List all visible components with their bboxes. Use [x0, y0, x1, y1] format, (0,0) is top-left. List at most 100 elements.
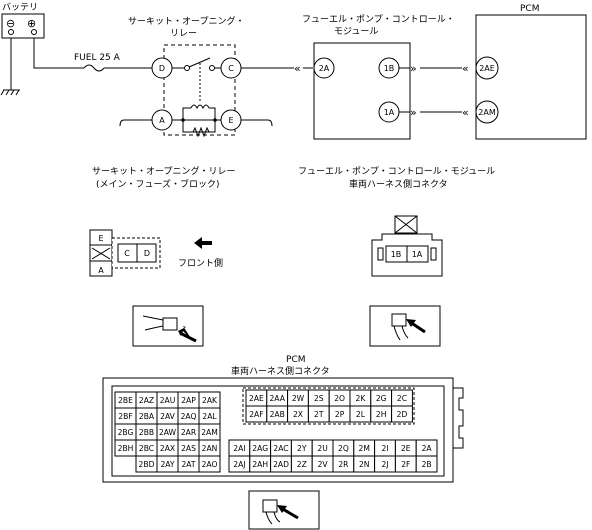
pcm-pin-label: 2X: [293, 410, 303, 419]
svg-text:E: E: [98, 234, 103, 243]
pcm-pin-label: 2BF: [118, 412, 132, 421]
svg-text:»: »: [410, 62, 417, 75]
pcm-pin-label: 2S: [314, 394, 324, 403]
relay-title-line1: サーキット・オープニング・: [128, 15, 244, 27]
svg-text:2AM: 2AM: [478, 108, 496, 117]
fpm-caption-line1: フューエル・ポンプ・コントロール・モジュール: [298, 166, 495, 177]
connector-view-icon: [369, 305, 441, 347]
relay-connector-face: E A C D: [89, 229, 161, 277]
pcm-pin-label: 2AF: [249, 410, 263, 419]
battery-neg-icon: ⊖: [6, 17, 15, 30]
pcm-pin-label: 2M: [359, 444, 370, 453]
pcm-pin-label: 2AN: [202, 444, 218, 453]
pcm-pin-2am: [475, 100, 499, 124]
svg-text:D: D: [159, 64, 165, 73]
pcm-pin-label: 2T: [314, 410, 324, 419]
pcm-pin-label: 2P: [335, 410, 345, 419]
pcm-pin-label: 2W: [292, 394, 305, 403]
pcm-pin-label: 2AI: [233, 444, 245, 453]
pcm-pin-label: 2O: [334, 394, 345, 403]
pcm-pin-label: 2AG: [252, 444, 268, 453]
pcm-pin-label: 2AA: [269, 394, 285, 403]
pcm-pin-cell: [198, 455, 221, 473]
pcm-pin-label: 2AO: [202, 460, 218, 469]
pcm-pin-cell: [415, 455, 438, 473]
pcm-pin-label: 2N: [359, 460, 370, 469]
pcm-pin-label: 2AE: [249, 394, 264, 403]
pcm-pin-label: 2AH: [252, 460, 268, 469]
pcm-pin-label: 2I: [381, 444, 388, 453]
pcm-pin-label: 2AL: [202, 412, 217, 421]
ground-icon: [0, 38, 20, 96]
battery-label: バッテリ: [2, 2, 38, 13]
pcm-pin-label: 2AB: [270, 410, 285, 419]
connector-view-icon: [248, 490, 320, 530]
pcm-pin-label: 2D: [397, 410, 408, 419]
pcm-pin-label: 2A: [422, 444, 433, 453]
pcm-pin-label: 2AY: [160, 460, 174, 469]
fpm-connector-face: 1B 1A: [371, 215, 443, 277]
pcm-pin-label: 2AJ: [233, 460, 245, 469]
pcm-pin-cell: [391, 405, 413, 423]
pcm-pin-label: 2Y: [297, 444, 307, 453]
pcm-pin-label: 2V: [318, 460, 329, 469]
pcm-pin-label: 2AU: [160, 396, 176, 405]
pcm-pin-label: 2B: [422, 460, 432, 469]
svg-text:1A: 1A: [384, 108, 395, 117]
svg-text:«: «: [462, 106, 469, 119]
pcm-caption-line1: PCM: [286, 355, 305, 365]
pcm-pin-label: 2Q: [338, 444, 349, 453]
pcm-pin-label: 2L: [356, 410, 366, 419]
battery-pos-icon: ⊕: [27, 17, 36, 30]
fuse-icon: [83, 64, 105, 72]
pcm-pin-label: 2J: [381, 460, 388, 469]
pcm-pin-label: 2Z: [297, 460, 307, 469]
pcm-pin-label: 2AZ: [139, 396, 154, 405]
relay-coil-icon: [172, 104, 221, 138]
connector-view-icon: [132, 305, 204, 347]
svg-text:1B: 1B: [384, 64, 395, 73]
pcm-pin-label: 2H: [376, 410, 387, 419]
fpm-caption-line2: 車両ハーネス側コネクタ: [349, 178, 448, 190]
pcm-pin-label: 2AX: [160, 444, 175, 453]
pcm-pin-label: 2U: [317, 444, 327, 453]
svg-text:A: A: [98, 266, 104, 275]
svg-text:«: «: [462, 62, 469, 75]
arrow-left-icon: [194, 237, 212, 249]
svg-text:2A: 2A: [319, 64, 330, 73]
pcm-pin-label: 2BH: [118, 444, 134, 453]
pcm-pin-label: 2BD: [139, 460, 155, 469]
svg-text:C: C: [124, 249, 130, 258]
fpm-title-line2: モジュール: [334, 27, 378, 37]
relay-title-line2: リレー: [170, 29, 197, 39]
fpm-box: [313, 42, 411, 140]
fpm-title-line1: フューエル・ポンプ・コントロール・: [302, 14, 455, 25]
pcm-pin-label: 2G: [376, 394, 387, 403]
pcm-pin-label: 2AQ: [181, 412, 197, 421]
pcm-pin-label: 2AP: [181, 396, 196, 405]
pcm-pin-label: 2R: [338, 460, 349, 469]
svg-text:1B: 1B: [391, 250, 402, 259]
pcm-title: PCM: [520, 4, 539, 14]
pcm-pin-label: 2AV: [160, 412, 176, 421]
pcm-pin-2ae: [475, 56, 499, 80]
relay-caption-line2: (メイン・フューズ・ブロック): [96, 178, 220, 190]
pcm-pin-label: 2BG: [118, 428, 134, 437]
pcm-pin-label: 2C: [397, 394, 407, 403]
pcm-pin-label: 2AW: [159, 428, 177, 437]
pcm-pin-label: 2E: [401, 444, 411, 453]
pcm-pin-label: 2AM: [201, 428, 218, 437]
connector-break-icon: «: [294, 62, 301, 75]
pcm-pin-label: 2AR: [181, 428, 197, 437]
pcm-pin-label: 2BB: [139, 428, 154, 437]
svg-text:»: »: [410, 106, 417, 119]
pcm-pin-label: 2AS: [181, 444, 196, 453]
pcm-pin-label: 2F: [401, 460, 410, 469]
relay-caption-line1: サーキット・オープニング・リレー: [92, 165, 235, 177]
svg-text:D: D: [144, 249, 150, 258]
